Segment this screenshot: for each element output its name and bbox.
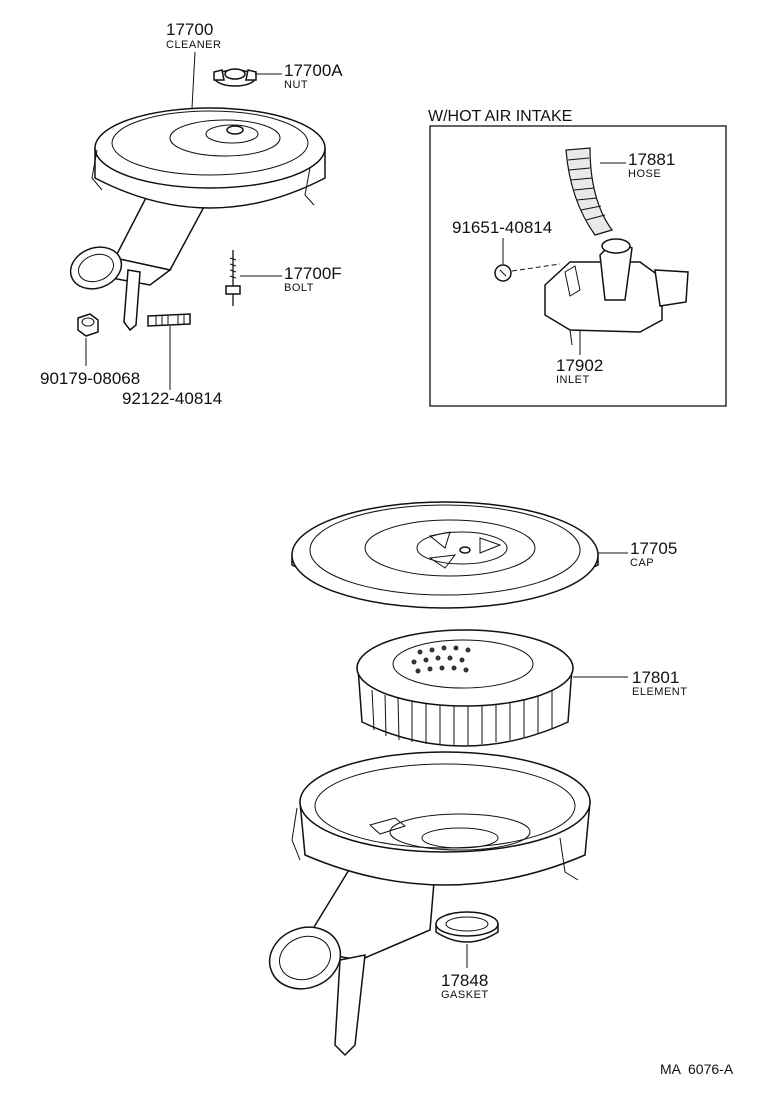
cleaner-assembly-drawing [69,107,326,332]
stud-part-number: 92122-40814 [122,389,222,408]
wing-nut-part-number: 17700A [284,61,343,80]
inlet-part-label: INLET [556,374,590,386]
gasket-part-number: 17848 [441,971,488,990]
element-part-label: ELEMENT [632,686,687,698]
inset-frame [429,125,727,407]
screw-part-number: 91651-40814 [452,218,552,237]
bolt-part-label: BOLT [284,282,314,294]
cap-drawing [291,501,599,609]
hex-nut-drawing [77,313,99,337]
cleaner-part-number: 17700 [166,20,213,39]
bolt-drawing [225,250,241,306]
hose-drawing [565,147,613,236]
cap-part-label: CAP [630,557,654,569]
hot-air-intake-inset: W/HOT AIR INTAKE 17881 HOSE 91651-40814 … [428,108,727,407]
hose-part-number: 17881 [628,150,675,169]
wing-nut-part-label: NUT [284,79,308,91]
inlet-drawing [544,238,689,346]
inset-title: W/HOT AIR INTAKE [428,108,572,125]
cap-part-number: 17705 [630,539,677,558]
gasket-drawing [435,911,499,943]
element-part-number: 17801 [632,668,679,687]
cleaner-part-label: CLEANER [166,39,221,51]
bolt-part-number: 17700F [284,264,342,283]
inlet-part-number: 17902 [556,356,603,375]
wing-nut-drawing [213,68,257,87]
drawing-code: MA 6076-A [660,1061,734,1077]
hose-part-label: HOSE [628,168,661,180]
nut-part-number: 90179-08068 [40,369,140,388]
stud-drawing [147,313,191,327]
gasket-part-label: GASKET [441,989,489,1001]
cleaner-case-drawing [268,751,591,1057]
element-drawing [356,629,574,747]
